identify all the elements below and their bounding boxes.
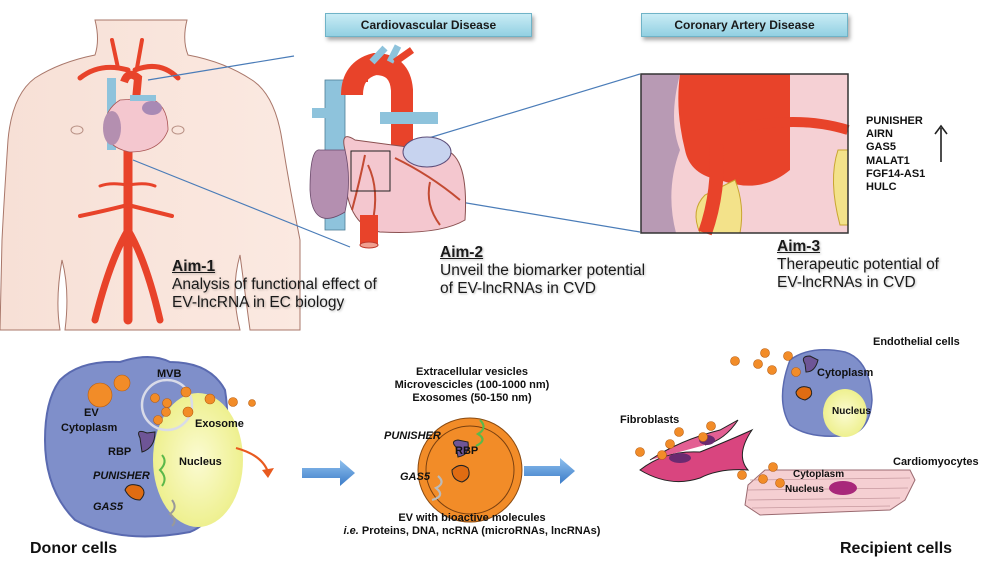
label-cardio-cytoplasm: Cytoplasm (793, 469, 845, 480)
banner-cardiovascular-disease: Cardiovascular Disease (325, 13, 532, 37)
label-ev-rbp: RBP (455, 445, 479, 457)
lncrna-item: PUNISHER (866, 115, 923, 127)
fibroblast-illustration (635, 419, 754, 483)
cardiomyocyte-illustration (737, 462, 916, 516)
lncrna-item: AIRN (866, 128, 893, 141)
aim-2-line1: Unveil the biomarker potential (440, 262, 646, 279)
label-ev-punisher: PUNISHER (384, 430, 441, 442)
label-endothelial-cells: Endothelial cells (873, 336, 960, 348)
label-donor-gas5: GAS5 (93, 501, 123, 513)
human-body-illustration (0, 19, 301, 331)
aim-1-line2: EV-lncRNA in EC biology (172, 294, 345, 311)
lncrna-item: GAS5 (866, 141, 896, 154)
caption-recipient-cells: Recipient cells (840, 540, 953, 557)
label-donor-punisher: PUNISHER (93, 470, 150, 482)
ev-caption-line2: i.e. Proteins, DNA, ncRNA (microRNAs, ln… (332, 525, 612, 538)
label-endo-cytoplasm: Cytoplasm (817, 367, 874, 379)
caption-donor-cells: Donor cells (30, 540, 118, 557)
extracellular-vesicle-illustration (417, 417, 523, 523)
label-cardio-nucleus: Nucleus (785, 484, 824, 495)
endothelial-cell-illustration (730, 348, 873, 437)
coronary-artery-zoom-illustration (640, 73, 850, 236)
label-donor-rbp: RBP (108, 446, 132, 458)
label-mvb: MVB (157, 368, 182, 380)
label-ev-gas5: GAS5 (400, 471, 430, 483)
aim-3: Aim-3 Therapeutic potential of EV-lncRNA… (777, 238, 939, 292)
heart-illustration (309, 44, 467, 249)
label-fibroblasts: Fibroblasts (620, 414, 680, 426)
label-cardiomyocytes: Cardiomyocytes (893, 456, 979, 468)
label-ev: EV (84, 407, 99, 419)
ev-caption-items: Proteins, DNA, ncRNA (microRNAs, lncRNAs… (358, 525, 601, 537)
up-arrow-icon (934, 124, 948, 162)
aim-3-line1: Therapeutic potential of (777, 256, 939, 273)
aim-1-line1: Analysis of functional effect of (172, 276, 377, 293)
flow-arrow-1 (302, 460, 355, 486)
lncrna-item: FGF14-AS1 (866, 167, 926, 180)
ev-caption: EV with bioactive molecules i.e. Protein… (332, 512, 612, 538)
aim-1: Aim-1 Analysis of functional effect of E… (172, 258, 377, 312)
lncrna-item: MALAT1 (866, 154, 910, 167)
aim-2-title: Aim-2 (440, 244, 484, 261)
lncrna-list: PUNISHER AIRN GAS5 MALAT1 FGF14-AS1 HULC (866, 115, 925, 194)
aim-3-title: Aim-3 (777, 238, 821, 255)
lncrna-item: HULC (866, 181, 897, 194)
donor-cell-illustration (43, 356, 274, 538)
label-endo-nucleus: Nucleus (832, 406, 871, 417)
ev-title-line: Microvescicles (100-1000 nm) (394, 379, 550, 391)
ev-title-line: Exosomes (50-150 nm) (412, 392, 532, 404)
aim-3-line2: EV-lncRNAs in CVD (777, 274, 916, 291)
ev-caption-line1: EV with bioactive molecules (398, 512, 546, 524)
label-donor-cytoplasm: Cytoplasm (61, 422, 118, 434)
flow-arrow-2 (524, 458, 575, 484)
banner-coronary-artery-disease: Coronary Artery Disease (641, 13, 848, 37)
ev-title: Extracellular vesicles Microvescicles (1… (342, 366, 602, 405)
aim-2: Aim-2 Unveil the biomarker potential of … (440, 244, 645, 298)
ev-caption-ie: i.e. (343, 525, 359, 537)
ev-title-line: Extracellular vesicles (416, 366, 528, 378)
label-donor-nucleus: Nucleus (179, 456, 222, 468)
aim-1-title: Aim-1 (172, 258, 216, 275)
label-exosome: Exosome (195, 418, 244, 430)
aim-2-line2: of EV-lncRNAs in CVD (440, 280, 596, 297)
